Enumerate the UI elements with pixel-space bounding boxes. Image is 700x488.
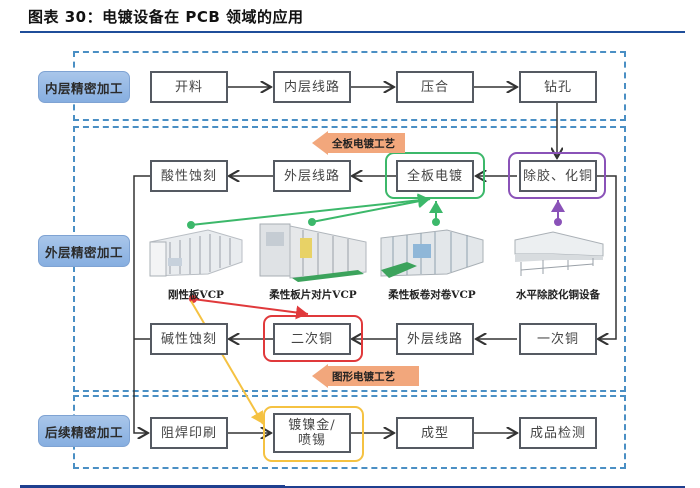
figure-title: 图表 30：电镀设备在 PCB 领域的应用 xyxy=(28,8,304,26)
step-final-inspection: 成品检测 xyxy=(519,417,597,449)
stage-post-precision: 后续精密加工 xyxy=(38,415,130,447)
vcp-machine-icon xyxy=(149,229,243,277)
step-desmear-pth: 除胶、化铜 xyxy=(519,160,597,192)
step-acid-etch: 酸性蚀刻 xyxy=(150,160,228,192)
surface-finish-line2: 喷锡 xyxy=(297,433,326,448)
link-rigid-vcp-finish xyxy=(190,300,264,425)
arrow-desmear-to-primary xyxy=(596,175,617,339)
link-flex-sheet-vcp-panel xyxy=(311,194,431,223)
step-panel-plating: 全板电镀 xyxy=(396,160,474,192)
stage-inner-precision: 内层精密加工 xyxy=(38,71,130,103)
equipment-rigid-vcp-label: 刚性板VCP xyxy=(168,289,224,301)
horizontal-line-icon xyxy=(514,231,604,276)
highlight-desmear xyxy=(508,152,606,199)
equipment-flex-sheet-vcp-label: 柔性板片对片VCP xyxy=(269,289,357,301)
arrow-etch-to-soldermask xyxy=(133,175,150,433)
step-alkaline-etch: 碱性蚀刻 xyxy=(150,323,228,355)
step-outer-circuit-1: 外层线路 xyxy=(273,160,351,192)
step-outer-circuit-2: 外层线路 xyxy=(396,323,474,355)
banner-panel-plating-process: 全板电镀工艺 xyxy=(312,131,405,155)
step-drilling: 钻孔 xyxy=(519,71,597,103)
bottom-rule-thin xyxy=(285,486,685,488)
banner-panel-label: 全板电镀工艺 xyxy=(332,137,395,150)
highlight-panel-plating xyxy=(385,152,485,199)
equipment-flex-roll-vcp-image xyxy=(377,226,485,281)
banner-pattern-plating-process: 图形电镀工艺 xyxy=(312,364,419,388)
left-arrow-icon xyxy=(312,364,328,388)
step-primary-copper: 一次铜 xyxy=(519,323,597,355)
left-arrow-icon xyxy=(312,131,328,155)
step-surface-finish: 镀镍金/ 喷锡 xyxy=(273,413,351,453)
surface-finish-line1: 镀镍金/ xyxy=(288,418,336,433)
step-lamination: 压合 xyxy=(396,71,474,103)
title-rule xyxy=(20,31,685,33)
bottom-rule xyxy=(20,485,285,488)
step-secondary-copper: 二次铜 xyxy=(273,323,351,355)
stage-outer-precision: 外层精密加工 xyxy=(38,235,130,267)
step-solder-mask: 阻焊印刷 xyxy=(150,417,228,449)
equipment-rigid-vcp-image xyxy=(148,228,243,280)
highlight-secondary-copper xyxy=(263,315,363,362)
step-cutting: 开料 xyxy=(150,71,228,103)
link-rigid-vcp-panel xyxy=(190,193,431,226)
vcp-machine-icon xyxy=(380,229,484,278)
step-inner-circuit: 内层线路 xyxy=(273,71,351,103)
step-forming: 成型 xyxy=(396,417,474,449)
link-rigid-vcp-secondary xyxy=(192,298,309,320)
equipment-horizontal-desmear-image xyxy=(513,230,605,280)
vcp-machine-icon xyxy=(259,223,367,282)
equipment-horizontal-desmear-label: 水平除胶化铜设备 xyxy=(516,289,600,301)
banner-pattern-label: 图形电镀工艺 xyxy=(332,370,395,383)
equipment-flex-sheet-vcp-image xyxy=(258,222,368,282)
equipment-flex-roll-vcp-label: 柔性板卷对卷VCP xyxy=(388,289,476,301)
highlight-surface-finish xyxy=(263,406,364,462)
